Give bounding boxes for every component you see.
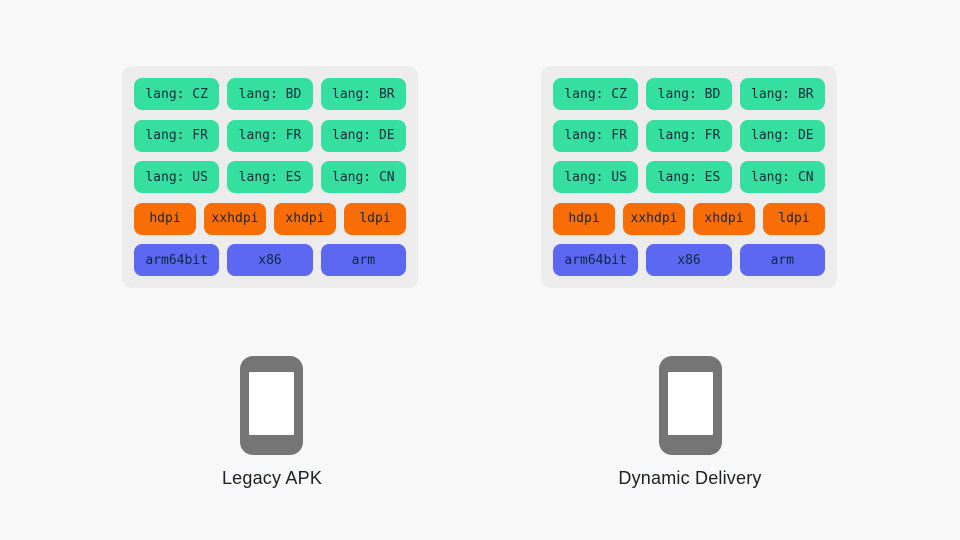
dpi-chip: hdpi bbox=[134, 202, 196, 235]
lang-chip: lang: BD bbox=[646, 78, 732, 110]
lang-chip: lang: US bbox=[134, 161, 220, 193]
phone-screen bbox=[668, 372, 713, 435]
dpi-chip: ldpi bbox=[344, 202, 406, 235]
abi-chip: arm bbox=[320, 244, 406, 276]
lang-chip: lang: FR bbox=[134, 119, 220, 152]
lang-chip: lang: ES bbox=[646, 161, 732, 193]
legacy-apk-label: Legacy APK bbox=[221, 468, 323, 488]
dpi-chip: xxhdpi bbox=[623, 202, 685, 235]
abi-chip: x86 bbox=[646, 244, 732, 276]
abi-chip: x86 bbox=[227, 244, 313, 276]
abi-chip: arm bbox=[739, 244, 825, 276]
phone-icon bbox=[240, 356, 303, 455]
lang-chip: lang: FR bbox=[227, 119, 313, 152]
lang-chip: lang: BR bbox=[320, 78, 406, 110]
dynamic-delivery-label: Dynamic Delivery bbox=[618, 468, 762, 488]
dpi-chip: hdpi bbox=[553, 202, 615, 235]
lang-chip: lang: BD bbox=[227, 78, 313, 110]
lang-chip: lang: BR bbox=[739, 78, 825, 110]
phone-icon bbox=[659, 356, 722, 455]
lang-chip: lang: CZ bbox=[134, 78, 220, 110]
abi-chip: arm64bit bbox=[134, 244, 220, 276]
lang-chip: lang: FR bbox=[553, 119, 639, 152]
dpi-chip: xhdpi bbox=[693, 202, 755, 235]
dpi-chip: ldpi bbox=[763, 202, 825, 235]
lang-chip: lang: ES bbox=[227, 161, 313, 193]
lang-chip: lang: US bbox=[553, 161, 639, 193]
lang-chip: lang: DE bbox=[739, 119, 825, 152]
lang-chip: lang: FR bbox=[646, 119, 732, 152]
lang-chip: lang: CN bbox=[320, 161, 406, 193]
dpi-chip: xxhdpi bbox=[204, 202, 266, 235]
abi-chip: arm64bit bbox=[553, 244, 639, 276]
dpi-chip: xhdpi bbox=[274, 202, 336, 235]
lang-chip: lang: CN bbox=[739, 161, 825, 193]
phone-screen bbox=[249, 372, 294, 435]
lang-chip: lang: DE bbox=[320, 119, 406, 152]
lang-chip: lang: CZ bbox=[553, 78, 639, 110]
